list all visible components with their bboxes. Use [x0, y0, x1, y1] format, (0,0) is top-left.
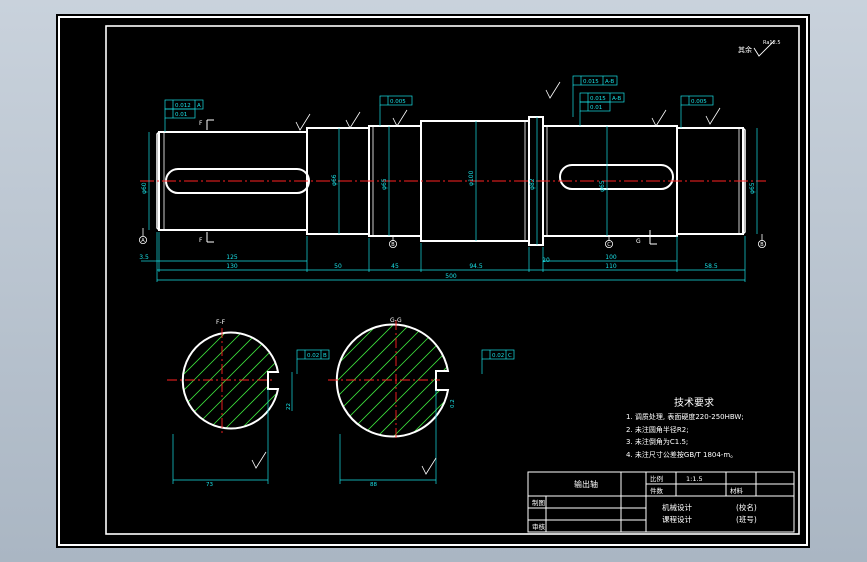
len-45: 45: [391, 263, 399, 270]
material-label: 材料: [730, 486, 744, 495]
row-checked: 审核: [532, 522, 546, 531]
class-number: (班号): [736, 514, 757, 524]
len-100: 100: [605, 254, 617, 261]
title-block: [527, 471, 795, 533]
tol-3: 0.015: [583, 79, 599, 85]
length-labels: 3.5 125 130 50 45 94.5 20 100 110 58.5 5…: [139, 254, 718, 280]
len-500: 500: [445, 273, 457, 280]
roughness-symbol-icon: [753, 40, 775, 57]
len-110: 110: [605, 263, 617, 270]
hatch-g: [336, 324, 448, 437]
sec-f-depth: 22: [286, 403, 292, 410]
len-3-5: 3.5: [139, 254, 149, 261]
datum-b: B: [391, 242, 395, 248]
qty-label: 件数: [650, 486, 664, 495]
cut-label-g: G: [636, 238, 641, 245]
len-50: 50: [334, 263, 342, 270]
tol-4: 0.015: [590, 96, 606, 102]
school-name: (校名): [736, 502, 757, 512]
dia-65: φ65: [381, 178, 388, 190]
tol-3-ref: A-B: [605, 79, 614, 85]
tol-4b: 0.01: [590, 105, 602, 111]
cut-label-f-bottom: F: [199, 237, 203, 244]
sec-f-width: 73: [206, 482, 213, 488]
tolerance-values: 0.012 A 0.01 0.005 0.015 A-B 0.015 A-B 0…: [175, 79, 707, 118]
hatch-f: [182, 332, 278, 429]
tol-2: 0.005: [390, 99, 406, 105]
dia-100: φ100: [468, 170, 475, 186]
requirement-2: 2. 未注圆角半径R2;: [626, 425, 689, 434]
inner-border: [105, 25, 800, 535]
shaft-drawing: 其余 Ra12.5 φ60 φ66 φ65 φ100: [58, 16, 808, 546]
row-drawn: 制图: [532, 498, 545, 507]
roughness-label: 其余: [738, 45, 752, 54]
datum-a-right: B: [760, 242, 764, 248]
sec-tol-2-ref: C: [508, 353, 512, 359]
len-58-5: 58.5: [704, 263, 718, 270]
course-1: 机械设计: [662, 502, 692, 512]
requirement-1: 1. 调质处理, 表面硬度220-250HBW;: [626, 412, 744, 421]
datum-symbols: [139, 228, 767, 248]
len-94-5: 94.5: [469, 263, 483, 270]
tol-1b: 0.01: [175, 112, 187, 118]
section-f: [167, 328, 280, 434]
requirements-title: 技术要求: [674, 396, 714, 409]
section-g-label: G-G: [390, 317, 402, 324]
datum-a-left: A: [141, 238, 145, 244]
dia-66: φ66: [331, 174, 338, 186]
len-125: 125: [226, 254, 238, 261]
length-dims: [141, 232, 746, 282]
course-2: 课程设计: [662, 514, 692, 524]
section-g: [328, 320, 450, 440]
diameter-labels: φ60 φ66 φ65 φ100 φ82 φ65 φ65: [141, 170, 756, 194]
sec-g-width: 88: [370, 482, 377, 488]
section-f-label: F-F: [216, 319, 226, 326]
len-130: 130: [226, 263, 238, 270]
ratio-label: 比例: [650, 474, 663, 483]
dia-60: φ60: [141, 182, 148, 194]
keyway-right: [559, 164, 674, 190]
outer-border: [58, 16, 808, 546]
sec-tol-2: 0.02: [492, 353, 504, 359]
datum-c: C: [607, 242, 611, 248]
requirement-4: 4. 未注尺寸公差按GB/T 1804-m。: [626, 450, 737, 459]
ratio-value: 1:1.5: [686, 475, 703, 483]
requirement-3: 3. 未注倒角为C1.5;: [626, 437, 688, 446]
tol-5: 0.005: [691, 99, 707, 105]
roughness-value: Ra12.5: [763, 40, 781, 46]
sec-tol-1-ref: B: [323, 353, 327, 359]
dia-82: φ82: [529, 178, 536, 190]
section-tol-values: 0.02 B 0.02 C 73 88 22 0.2: [206, 353, 512, 488]
section-roughness-marks: [251, 451, 437, 475]
section-cut-marks: [206, 119, 657, 245]
sec-g-depth: 0.2: [450, 399, 456, 408]
drawing-sheet: 其余 Ra12.5 φ60 φ66 φ65 φ100: [56, 14, 810, 548]
section-tol-frames: [172, 349, 515, 484]
title-block-text: 输出轴 比例 1:1.5 件数 材料 制图 审核 机械设计 课程设计 (校名) …: [532, 474, 757, 531]
sec-tol-1: 0.02: [307, 353, 319, 359]
dia-65b: φ65: [599, 180, 606, 192]
technical-requirements: 技术要求 1. 调质处理, 表面硬度220-250HBW; 2. 未注圆角半径R…: [626, 396, 744, 459]
part-name: 输出轴: [574, 479, 598, 489]
tol-1a-ref: A: [197, 103, 201, 109]
roughness-marks: [295, 81, 721, 131]
dia-65c: φ65: [749, 182, 756, 194]
tol-4-ref: A-B: [612, 96, 621, 102]
tol-1a: 0.012: [175, 103, 191, 109]
tolerance-frames: [164, 75, 714, 132]
cut-label-f-top: F: [199, 120, 203, 127]
datum-letters: A B C B: [141, 238, 764, 248]
len-20: 20: [542, 257, 550, 264]
diameter-dims: [148, 117, 758, 245]
